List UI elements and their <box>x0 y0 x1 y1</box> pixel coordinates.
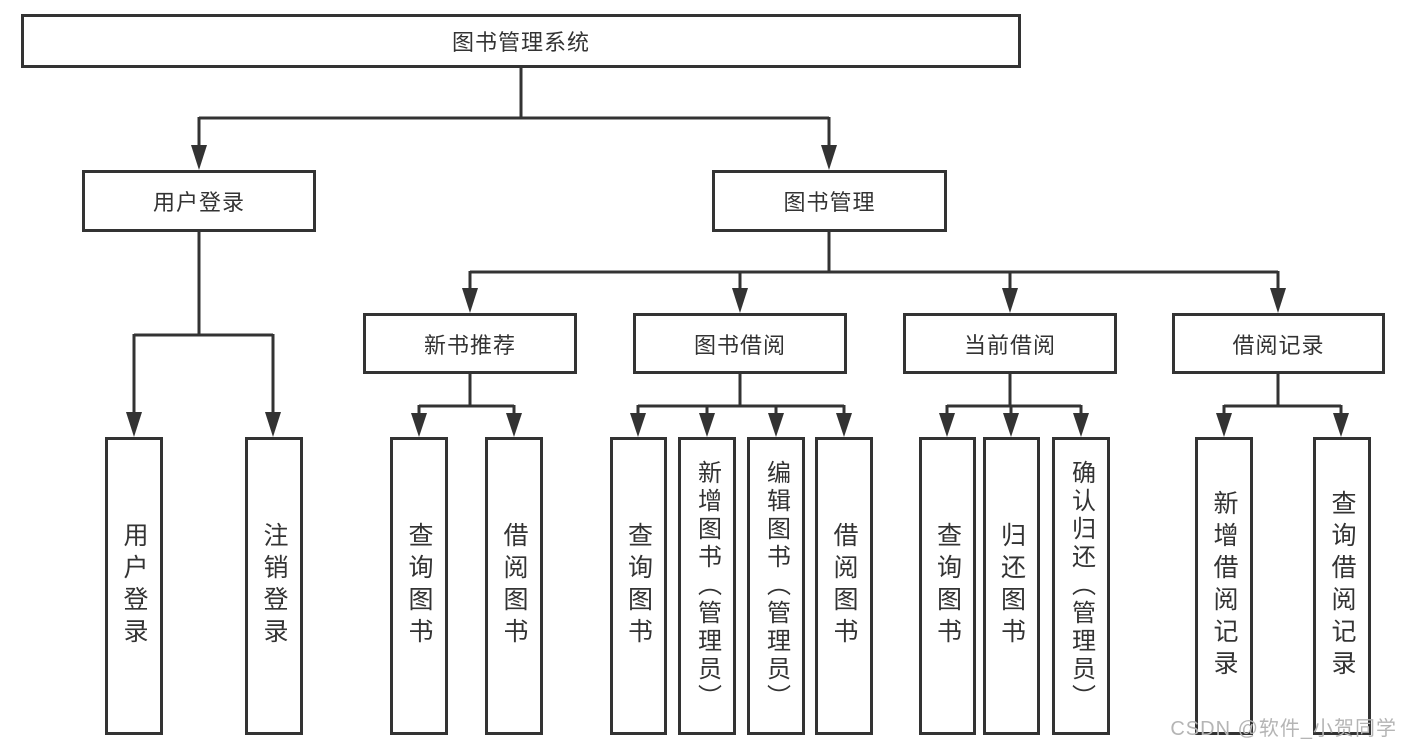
leaf-user-login: 用户登录 <box>105 437 163 735</box>
arrowheads-userlogin-leaves <box>126 412 281 437</box>
arrowheads-newbooks-leaves <box>411 413 522 437</box>
arrowheads-level2 <box>191 145 837 170</box>
leaf-logout: 注销登录 <box>245 437 303 735</box>
leaf-add-books-admin: 新增图书（管理员） <box>678 437 736 735</box>
node-root-system: 图书管理系统 <box>21 14 1021 68</box>
leaf-edit-books-admin: 编辑图书（管理员） <box>747 437 805 735</box>
arrowheads-bookborrow-leaves <box>630 413 852 437</box>
leaf-return-books: 归还图书 <box>983 437 1040 735</box>
node-book-management: 图书管理 <box>712 170 947 232</box>
node-user-login: 用户登录 <box>82 170 316 232</box>
leaf-borrow-books-1: 借阅图书 <box>485 437 543 735</box>
leaf-add-borrow-record: 新增借阅记录 <box>1195 437 1253 735</box>
node-borrow-records: 借阅记录 <box>1172 313 1385 374</box>
arrowheads-currentborrow-leaves <box>939 413 1089 437</box>
arrowheads-borrowrecords-leaves <box>1216 413 1349 437</box>
connector-borrowrecords-to-leaves <box>1222 374 1343 416</box>
leaf-query-borrow-record: 查询借阅记录 <box>1313 437 1371 735</box>
leaf-query-books-2: 查询图书 <box>610 437 667 735</box>
node-current-borrowing: 当前借阅 <box>903 313 1117 374</box>
connector-bookmgmt-to-level3 <box>468 232 1280 290</box>
node-new-book-recommend: 新书推荐 <box>363 313 577 374</box>
connector-currentborrow-to-leaves <box>945 374 1083 416</box>
connector-bookborrow-to-leaves <box>636 374 846 416</box>
connector-newbooks-to-leaves <box>417 374 516 416</box>
connector-userlogin-to-leaves <box>132 232 275 414</box>
leaf-confirm-return-admin: 确认归还（管理员） <box>1052 437 1110 735</box>
csdn-watermark: CSDN @软件_小贺同学 <box>1170 718 1397 740</box>
leaf-query-books-3: 查询图书 <box>919 437 976 735</box>
arrowheads-level3 <box>462 288 1286 313</box>
connector-root-to-level2 <box>197 68 831 147</box>
leaf-borrow-books-2: 借阅图书 <box>815 437 873 735</box>
leaf-query-books-1: 查询图书 <box>390 437 448 735</box>
node-book-borrowing: 图书借阅 <box>633 313 847 374</box>
